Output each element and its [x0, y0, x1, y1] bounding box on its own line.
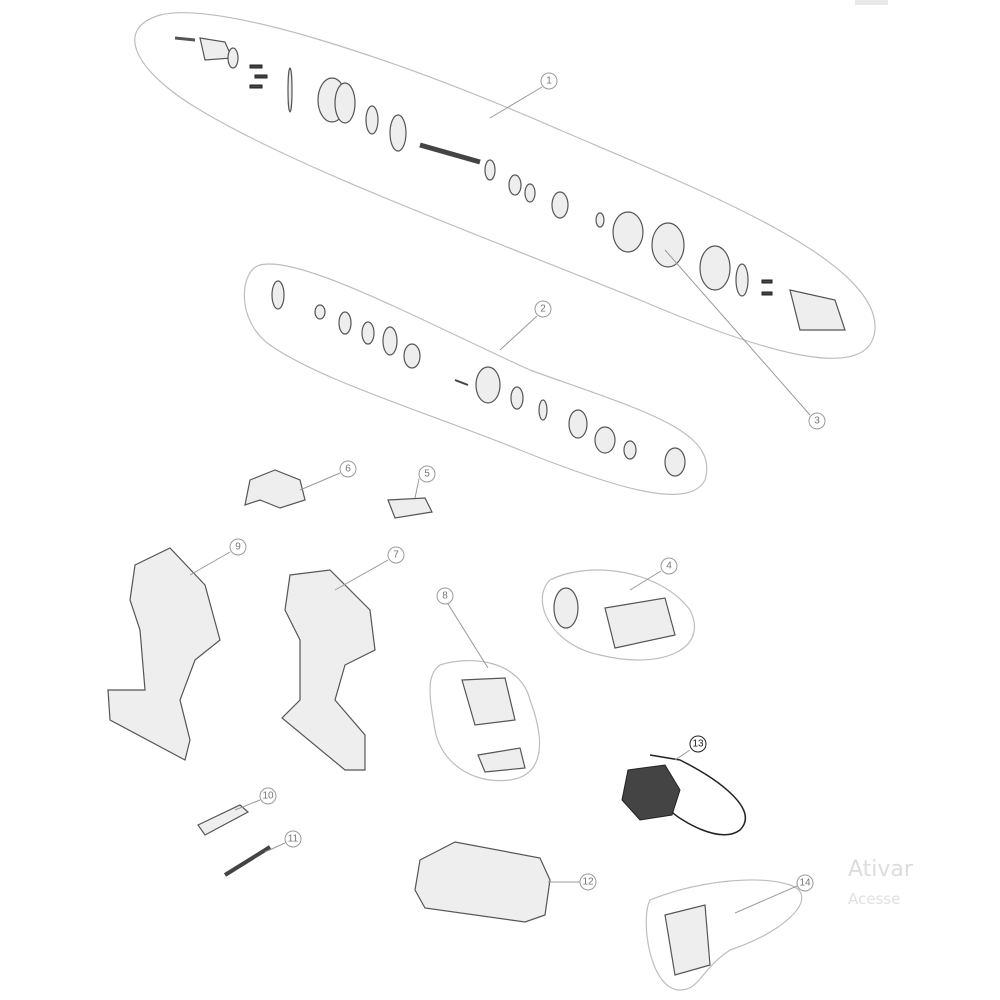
activation-watermark-title: Ativar	[848, 857, 913, 882]
callout-9: 9	[229, 538, 247, 556]
svg-text:7: 7	[393, 550, 399, 561]
part-12-battery	[414, 841, 551, 923]
part-11-bit	[223, 845, 272, 877]
part-8-switch-base	[477, 747, 526, 773]
belt-clip-outline	[645, 879, 803, 991]
callout-8: 8	[436, 587, 454, 605]
part-8-switch	[461, 677, 516, 726]
callout-1: 1	[540, 72, 558, 90]
svg-text:2: 2	[540, 304, 546, 315]
part-5-block	[387, 497, 433, 519]
svg-text:14: 14	[799, 878, 811, 889]
motor-outline	[541, 569, 696, 661]
part-6-cover	[244, 469, 306, 509]
callout-13: 13	[689, 735, 707, 753]
callout-6: 6	[339, 460, 357, 478]
gearbox-assembly-outline	[134, 12, 876, 359]
callout-4: 4	[660, 557, 678, 575]
gearbox-parts	[174, 36, 846, 331]
activation-watermark-subtitle: Acesse	[848, 890, 901, 908]
leader-lines	[189, 86, 811, 914]
part-9-housing-left	[107, 547, 221, 761]
callout-5: 5	[418, 465, 436, 483]
svg-text:13: 13	[692, 739, 704, 750]
callout-12: 12	[579, 873, 597, 891]
svg-text:11: 11	[288, 834, 299, 845]
part-4-motor-plate	[553, 587, 579, 629]
window-corner-control	[855, 0, 888, 5]
callout-10: 10	[259, 787, 277, 805]
switch-outline	[429, 660, 541, 782]
part-13-charger	[621, 764, 681, 821]
svg-text:1: 1	[546, 76, 552, 87]
svg-text:3: 3	[814, 416, 820, 427]
part-14-belt-clip	[664, 904, 711, 976]
svg-text:4: 4	[666, 561, 672, 572]
svg-text:12: 12	[582, 877, 594, 888]
svg-text:9: 9	[235, 542, 241, 553]
planetary-gear-outline	[243, 263, 708, 496]
part-7-housing-right	[281, 569, 376, 771]
svg-text:5: 5	[424, 469, 430, 480]
callout-11: 11	[284, 830, 302, 848]
callout-14: 14	[796, 874, 814, 892]
svg-text:10: 10	[262, 791, 274, 802]
planetary-parts	[271, 280, 686, 477]
svg-text:8: 8	[442, 591, 448, 602]
callout-7: 7	[387, 546, 405, 564]
callout-2: 2	[534, 300, 552, 318]
part-4-motor	[604, 597, 676, 649]
svg-text:6: 6	[345, 464, 351, 475]
callout-3: 3	[808, 412, 826, 430]
part-10-clip	[197, 804, 250, 836]
